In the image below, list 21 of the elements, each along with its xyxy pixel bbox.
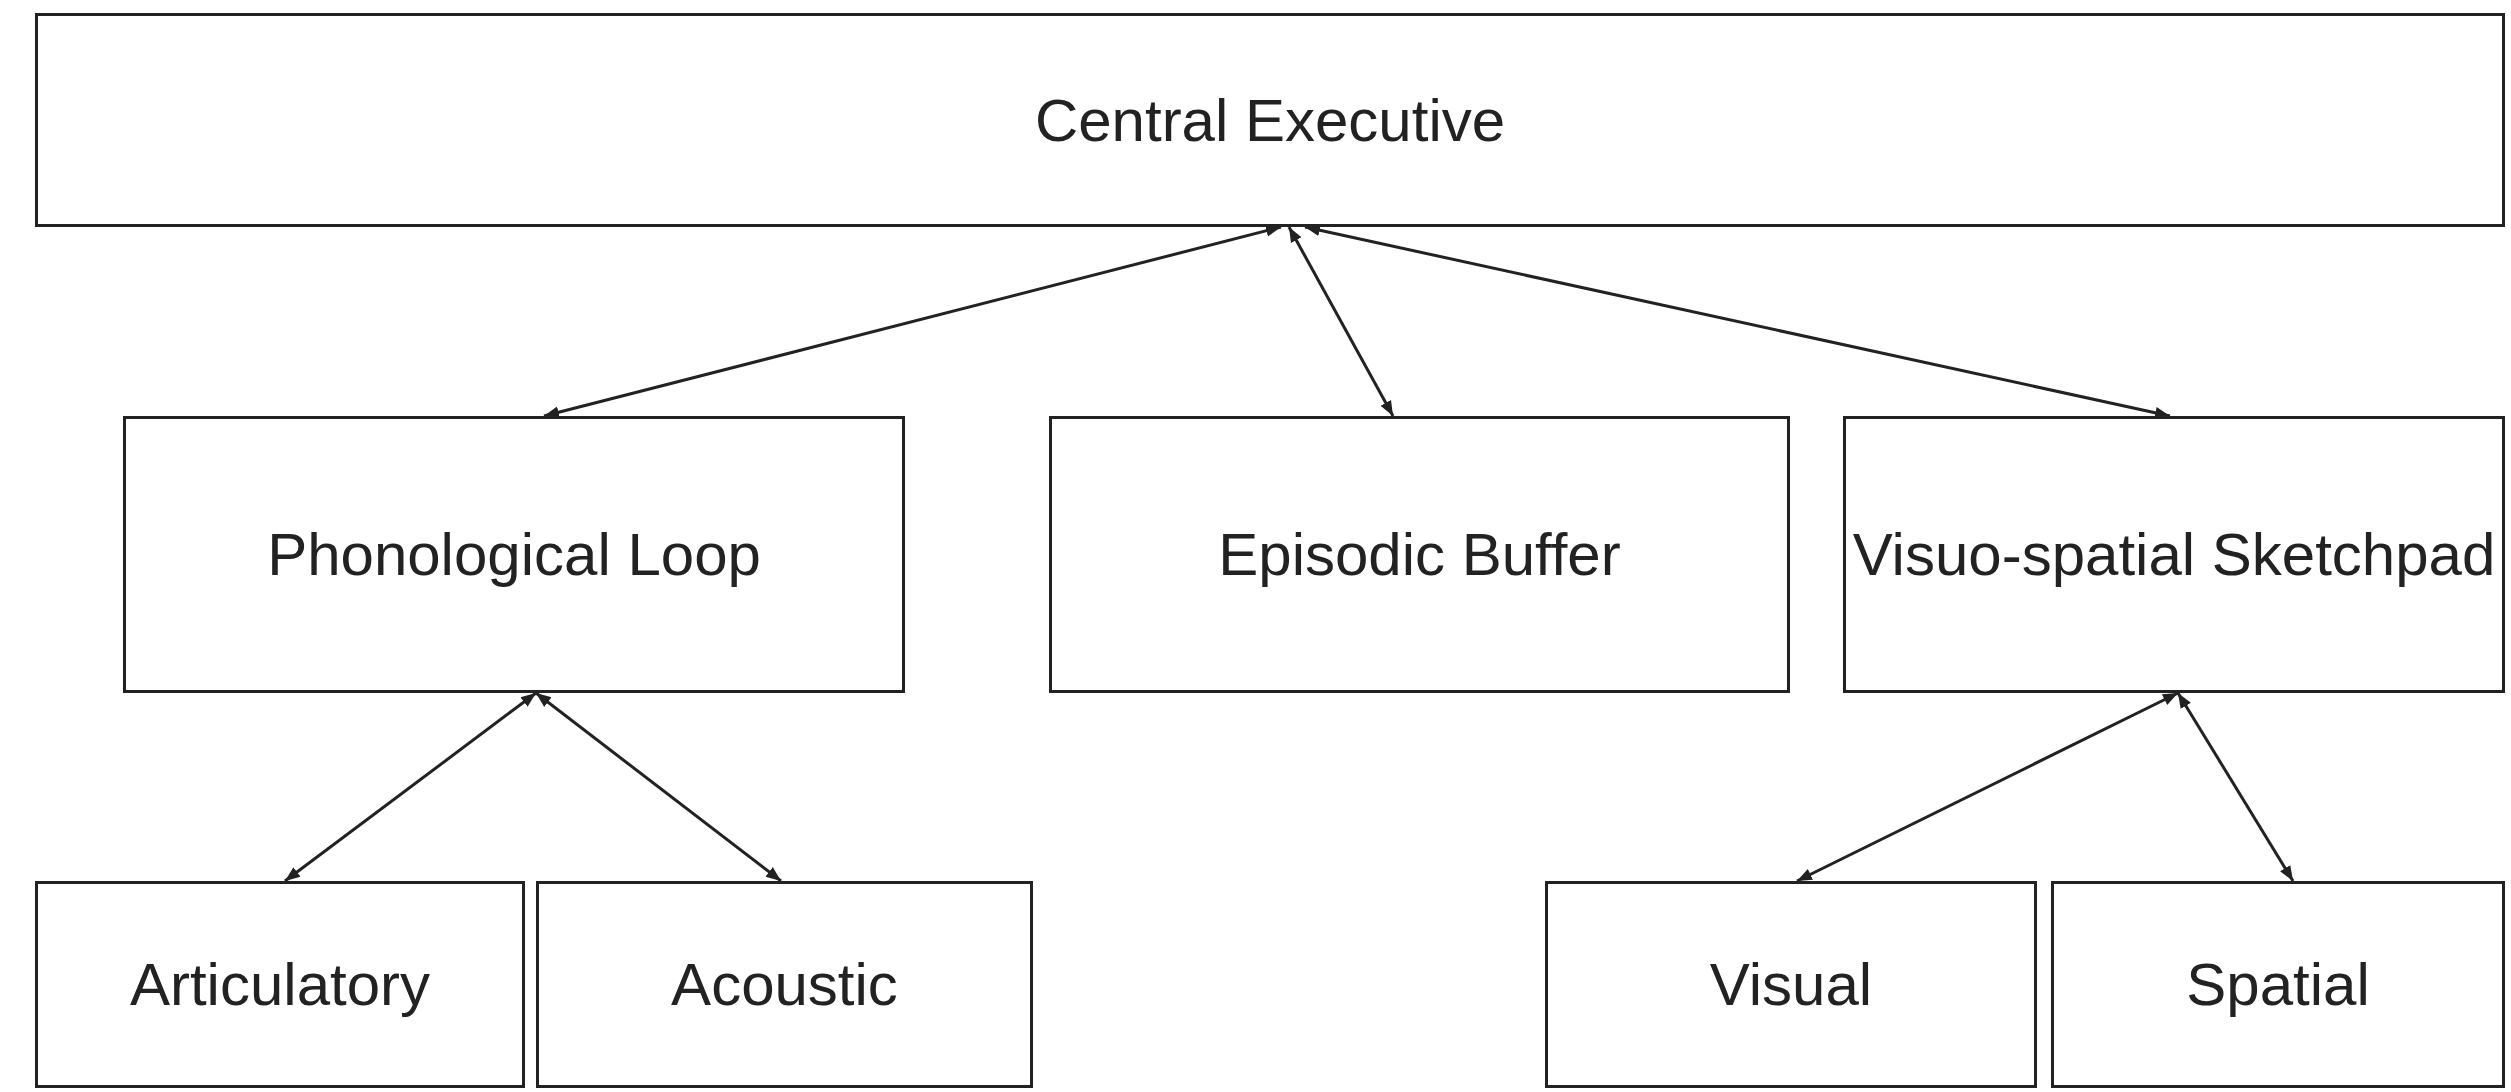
process-box [1545,881,2037,1088]
box-label: Acoustic [671,950,898,1020]
process-box [35,13,2505,227]
double-arrow [1796,691,2179,883]
process-box [123,416,905,693]
box-label: Episodic Buffer [1218,520,1621,590]
double-arrow [284,691,537,883]
process-box [35,881,525,1088]
process-box [536,881,1033,1088]
double-arrow [535,691,782,883]
box-label: Visuo-spatial Sketchpad [1852,520,2496,590]
process-box [2051,881,2505,1088]
process-box [1843,416,2505,693]
box-label: Visual [1709,950,1873,1020]
box-label: Phonological Loop [267,520,761,590]
box-label: Spatial [2186,950,2370,1020]
process-box [1049,416,1790,693]
box-label: Articulatory [129,950,431,1020]
double-arrow [2176,692,2295,882]
double-arrow [1287,226,1395,417]
box-label: Central Executive [1034,85,1506,156]
